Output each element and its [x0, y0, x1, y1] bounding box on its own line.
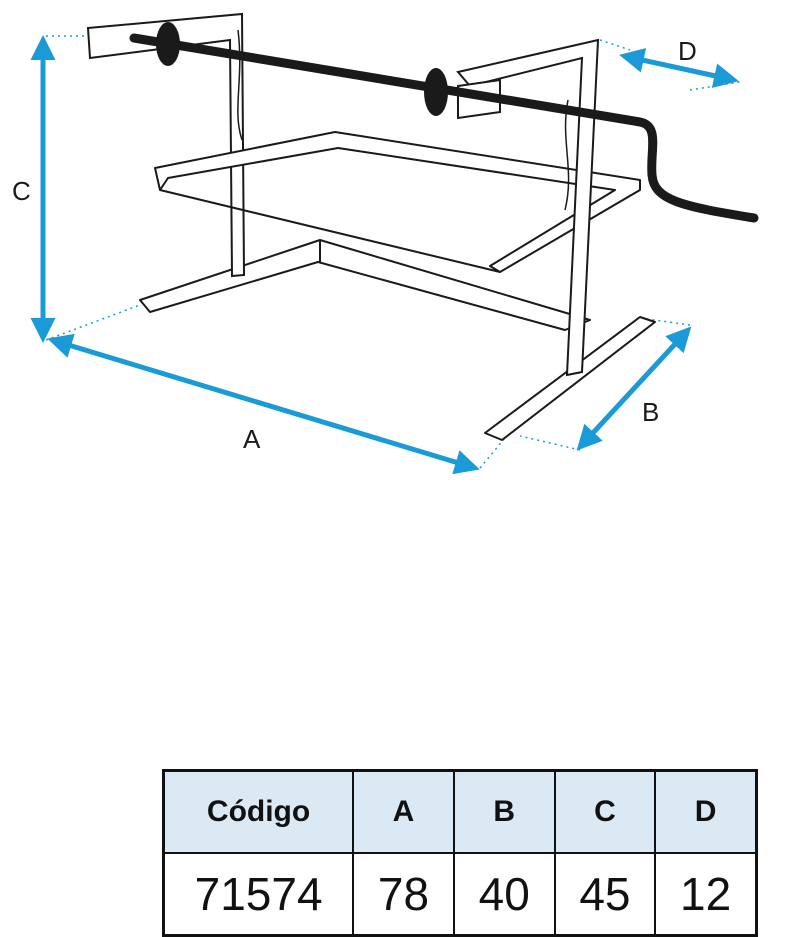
spit-rod: [129, 22, 759, 223]
cell-c: 45: [553, 852, 657, 937]
extension-lines: [45, 35, 741, 469]
header-b: B: [452, 769, 556, 854]
cell-a: 78: [352, 852, 455, 937]
cell-codigo: 71574: [162, 852, 355, 937]
table-row: 71574 78 40 45 12: [162, 852, 758, 937]
header-a: A: [352, 769, 455, 854]
right-upright: [456, 38, 600, 377]
right-fork: [424, 68, 448, 116]
label-b: B: [642, 397, 659, 427]
rotisserie-stand-diagram: C A B D: [12, 12, 759, 475]
header-c: C: [553, 769, 657, 854]
label-d: D: [678, 36, 697, 66]
dimension-arrows: [30, 35, 739, 475]
header-codigo: Código: [162, 769, 355, 854]
left-upright: [86, 12, 246, 278]
left-fork: [156, 22, 180, 66]
header-d: D: [654, 769, 758, 854]
arrow-a: [47, 333, 480, 475]
arrow-d: [619, 48, 739, 88]
dimension-table: Código A B C D 71574 78 40 45 12: [162, 769, 758, 937]
table-header-row: Código A B C D: [162, 769, 758, 854]
cell-b: 40: [452, 852, 556, 937]
drip-tray: [154, 131, 641, 273]
label-c: C: [12, 176, 31, 206]
arrow-b: [576, 326, 692, 451]
label-a: A: [243, 424, 261, 454]
cell-d: 12: [654, 852, 758, 937]
